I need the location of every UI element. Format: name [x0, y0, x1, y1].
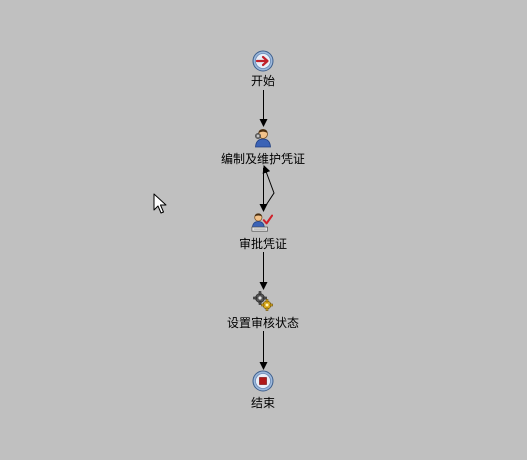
mouse-pointer-icon	[153, 193, 167, 214]
stop-icon	[252, 370, 274, 392]
connector-approve-to-edit[interactable]	[262, 165, 275, 210]
user-check-icon	[251, 213, 273, 232]
gears-icon	[253, 291, 273, 311]
node-label-start: 开始	[250, 74, 276, 88]
node-label-approve-voucher: 审批凭证	[238, 237, 288, 251]
user-gear-icon	[255, 129, 271, 148]
node-label-edit-voucher: 编制及维护凭证	[220, 152, 306, 166]
node-label-end: 结束	[250, 396, 276, 410]
node-label-set-audit-status: 设置审核状态	[226, 316, 300, 330]
start-arrow-icon	[252, 50, 274, 72]
